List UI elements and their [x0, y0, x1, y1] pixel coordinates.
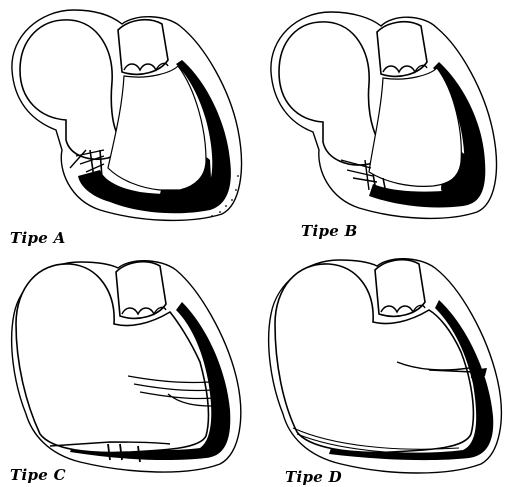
ventricle-cavity: [108, 66, 206, 190]
heart-diagram-tipe-d: Tipe D: [257, 244, 513, 487]
label-tipe-b: Tipe B: [301, 222, 358, 240]
left-atrium: [20, 20, 120, 159]
heart-diagram-tipe-c: Tipe C: [0, 244, 256, 487]
ventricle-cavity: [369, 68, 461, 186]
heart-diagram-tipe-a: Tipe A: [0, 0, 256, 243]
heart-illustration-a: [0, 0, 256, 243]
heart-illustration-d: [257, 244, 513, 487]
left-atrium-ventricle: [275, 264, 473, 452]
label-tipe-c: Tipe C: [10, 466, 66, 484]
heart-illustration-b: [257, 0, 513, 243]
heart-illustration-c: [0, 244, 256, 487]
heart-diagram-tipe-b: Tipe B: [257, 0, 513, 243]
left-atrium-ventricle: [16, 264, 208, 453]
left-atrium: [279, 22, 380, 165]
label-tipe-d: Tipe D: [285, 468, 342, 486]
